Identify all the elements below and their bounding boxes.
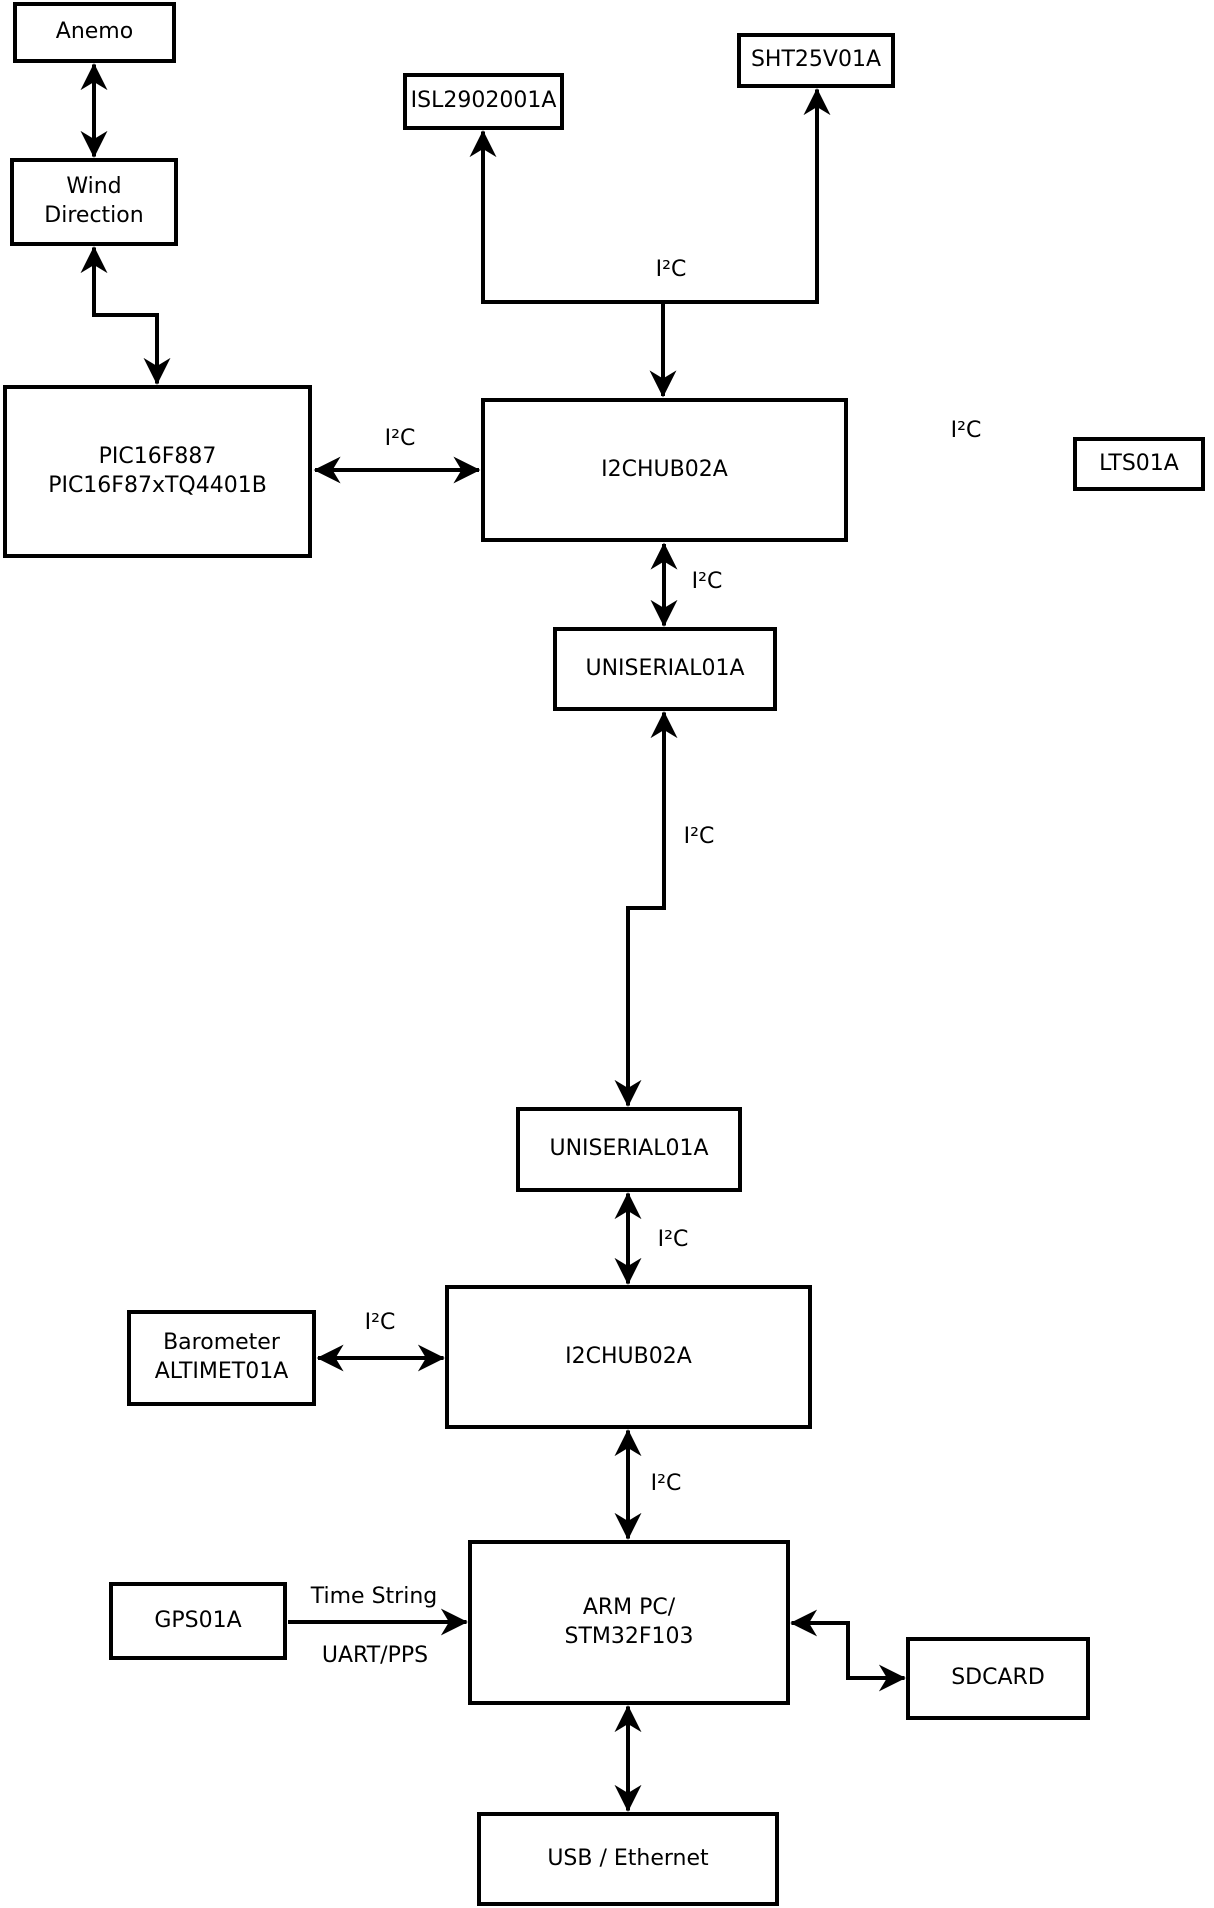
i2chub02a-bottom-box: I2CHUB02A	[445, 1285, 812, 1429]
sht25v01a-box: SHT25V01A	[737, 33, 895, 88]
time-string-label: Time String	[310, 1584, 438, 1609]
i2c-label-pic-hub: I²C	[384, 426, 416, 451]
anemo-box: Anemo	[13, 2, 176, 63]
i2c-label-top-bus: I²C	[655, 257, 687, 282]
edge-uniserial1-uniserial2	[614, 711, 678, 1107]
barometer-altimet01a-box: Barometer ALTIMET01A	[127, 1310, 316, 1406]
i2chub02a-top-label: I2CHUB02A	[601, 456, 728, 482]
sdcard-box: SDCARD	[906, 1637, 1090, 1720]
i2c-label-uniserial-long: I²C	[683, 824, 715, 849]
gps01a-box: GPS01A	[109, 1582, 287, 1660]
i2c-label-uniserial-hub2: I²C	[657, 1227, 689, 1252]
barometer-altimet01a-label: Barometer ALTIMET01A	[154, 1330, 289, 1384]
edge-wind-pic	[80, 246, 171, 385]
pic16f887-label: PIC16F887 PIC16F87xTQ4401B	[48, 443, 267, 498]
edge-bus-isl-sht	[469, 88, 831, 304]
i2c-label-baro-hub2: I²C	[364, 1310, 396, 1335]
usb-ethernet-box: USB / Ethernet	[477, 1812, 779, 1906]
wind-direction-box: Wind Direction	[10, 158, 178, 246]
pic16f887-box: PIC16F887 PIC16F87xTQ4401B	[3, 385, 312, 558]
anemo-label: Anemo	[55, 19, 134, 45]
lts01a-box: LTS01A	[1073, 437, 1205, 491]
usb-ethernet-label: USB / Ethernet	[547, 1845, 709, 1871]
sht25v01a-label: SHT25V01A	[750, 47, 882, 73]
i2chub02a-top-box: I2CHUB02A	[481, 398, 848, 542]
uart-pps-label: UART/PPS	[321, 1643, 429, 1668]
sdcard-label: SDCARD	[951, 1665, 1045, 1691]
uniserial01a-top-label: UNISERIAL01A	[585, 655, 745, 681]
isl2902001a-box: ISL2902001A	[403, 73, 564, 130]
i2c-label-hub-lts: I²C	[950, 418, 982, 443]
lts01a-label: LTS01A	[1099, 450, 1179, 476]
i2c-label-hub2-arm: I²C	[650, 1471, 682, 1496]
gps01a-label: GPS01A	[154, 1607, 242, 1633]
isl2902001a-label: ISL2902001A	[410, 88, 557, 114]
uniserial01a-bottom-label: UNISERIAL01A	[549, 1136, 709, 1162]
uniserial01a-top-box: UNISERIAL01A	[553, 627, 777, 711]
arm-pc-stm32f103-label: ARM PC/ STM32F103	[564, 1594, 694, 1649]
uniserial01a-bottom-box: UNISERIAL01A	[516, 1107, 742, 1192]
edge-arm-sdcard	[790, 1609, 906, 1692]
i2chub02a-bottom-label: I2CHUB02A	[565, 1343, 692, 1369]
i2c-label-hub-uniserial: I²C	[691, 569, 723, 594]
arm-pc-stm32f103-box: ARM PC/ STM32F103	[468, 1540, 790, 1705]
wind-direction-label: Wind Direction	[44, 174, 144, 228]
